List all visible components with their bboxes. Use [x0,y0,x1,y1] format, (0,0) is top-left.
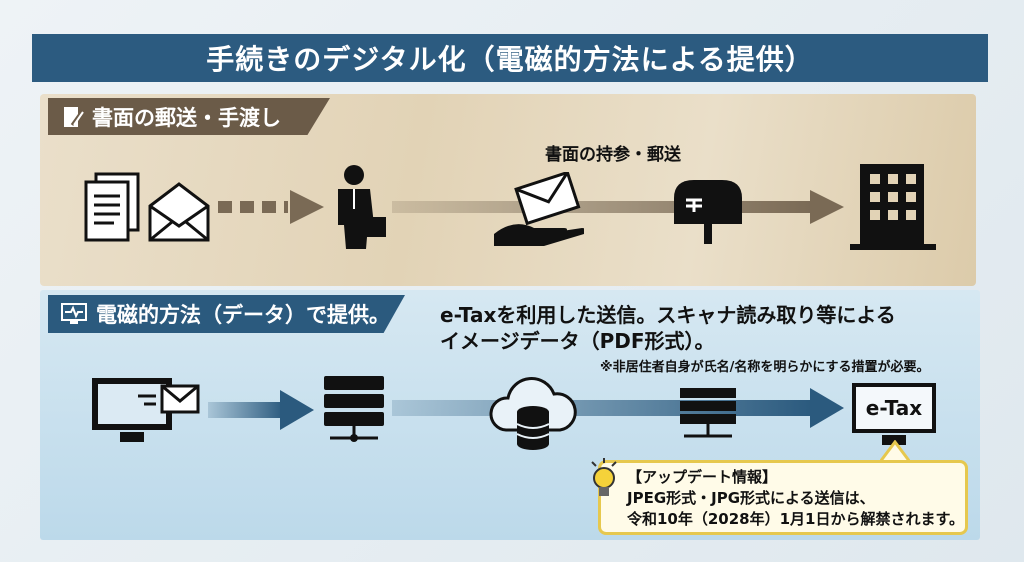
mailbox-icon [674,180,742,244]
description-line-1: e-Taxを利用した送信。スキャナ読み取り等による [440,303,896,327]
businessperson-icon [338,165,386,249]
digital-description: e-Taxを利用した送信。スキャナ読み取り等による イメージデータ（PDF形式）… [440,302,896,354]
etax-label: e-Tax [856,387,932,429]
delivery-arrow-head [810,190,844,224]
document-pen-icon [64,106,84,127]
update-line-2: 令和10年（2028年）1月1日から解禁されます。 [627,510,964,528]
upload-arrow-head [280,390,314,430]
cloud-database-icon [489,377,577,450]
paper-section-tab: 書面の郵送・手渡し [48,98,330,135]
building-icon [850,164,936,250]
transmission-arrow-shaft [392,400,812,416]
computer-send-icon [92,378,200,442]
requirement-note: ※非居住者自身が氏名/名称を明らかにする措置が必要。 [600,360,930,375]
lightbulb-icon [591,458,617,496]
server-icon [324,376,384,442]
paper-section-label: 書面の郵送・手渡し [92,105,281,130]
update-heading: 【アップデート情報】 [627,468,778,486]
update-callout: 【アップデート情報】 JPEG形式・JPG形式による送信は、 令和10年（202… [598,460,968,535]
digital-section-tab: 電磁的方法（データ）で提供。 [48,295,405,333]
arrow-head [290,190,324,224]
callout-pointer [880,440,910,463]
delivery-label: 書面の持参・郵送 [545,145,681,165]
documents-icon [84,172,210,242]
etax-monitor: e-Tax [852,383,936,447]
envelope-open-icon [148,182,210,242]
server-icon-2 [680,388,736,438]
upload-arrow-shaft [208,402,284,418]
page-title: 手続きのデジタル化（電磁的方法による提供） [32,34,988,82]
hand-envelope-icon [494,172,584,246]
dotted-arrow-shaft [218,201,288,213]
delivery-arrow-shaft [392,201,812,213]
digital-section-label: 電磁的方法（データ）で提供。 [96,303,390,327]
transmission-arrow-head [810,388,844,428]
monitor-pulse-icon [61,303,87,324]
description-line-2: イメージデータ（PDF形式）。 [440,329,715,353]
update-line-1: JPEG形式・JPG形式による送信は、 [627,489,875,507]
